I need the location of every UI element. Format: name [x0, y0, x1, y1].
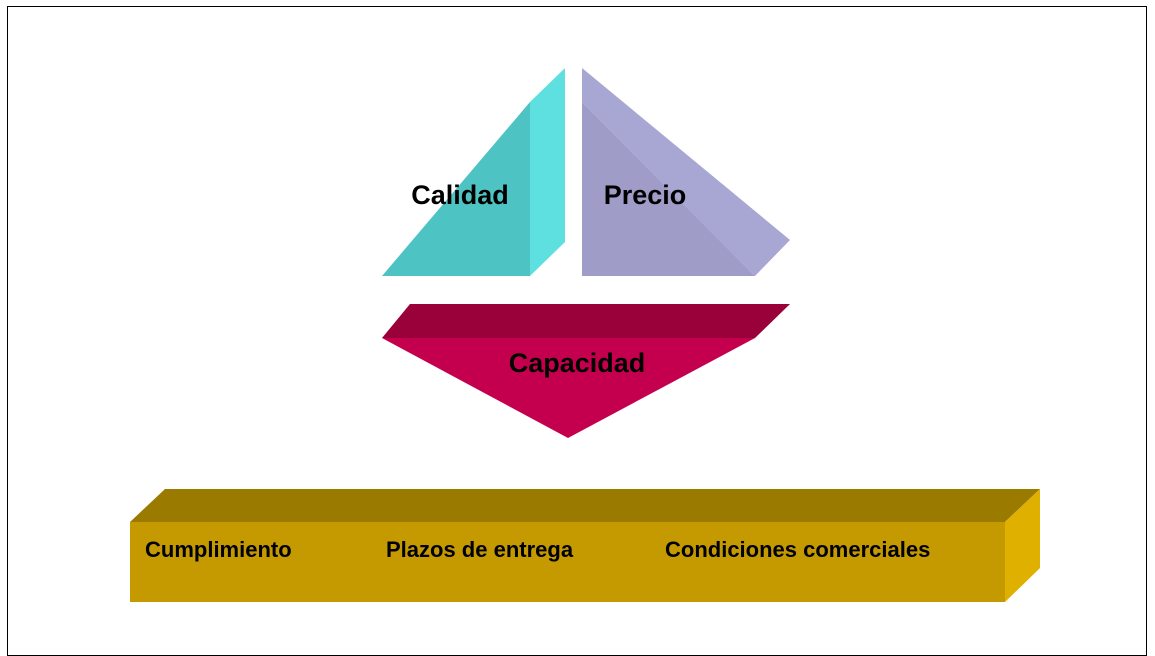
- base-bar-side: [1005, 489, 1040, 602]
- capacity-label: Capacidad: [509, 348, 646, 378]
- price-label: Precio: [604, 180, 687, 210]
- capacity-prism-front: [382, 338, 755, 438]
- quality-prism-front: [382, 102, 530, 276]
- capacity-prism: Capacidad: [382, 304, 790, 438]
- base-item-commercial-terms: Condiciones comerciales: [665, 537, 930, 562]
- capacity-prism-top: [382, 304, 790, 338]
- base-bar-top: [130, 489, 1040, 522]
- quality-label: Calidad: [411, 180, 509, 210]
- quality-prism-side: [530, 68, 565, 276]
- base-item-compliance: Cumplimiento: [145, 537, 292, 562]
- price-prism-front: [582, 102, 755, 276]
- base-bar: Cumplimiento Plazos de entrega Condicion…: [130, 489, 1040, 602]
- quality-prism: Calidad: [382, 68, 565, 276]
- base-item-delivery-times: Plazos de entrega: [386, 537, 574, 562]
- price-prism: Precio: [582, 68, 790, 276]
- price-prism-back: [582, 68, 790, 276]
- base-bar-front: [130, 522, 1005, 602]
